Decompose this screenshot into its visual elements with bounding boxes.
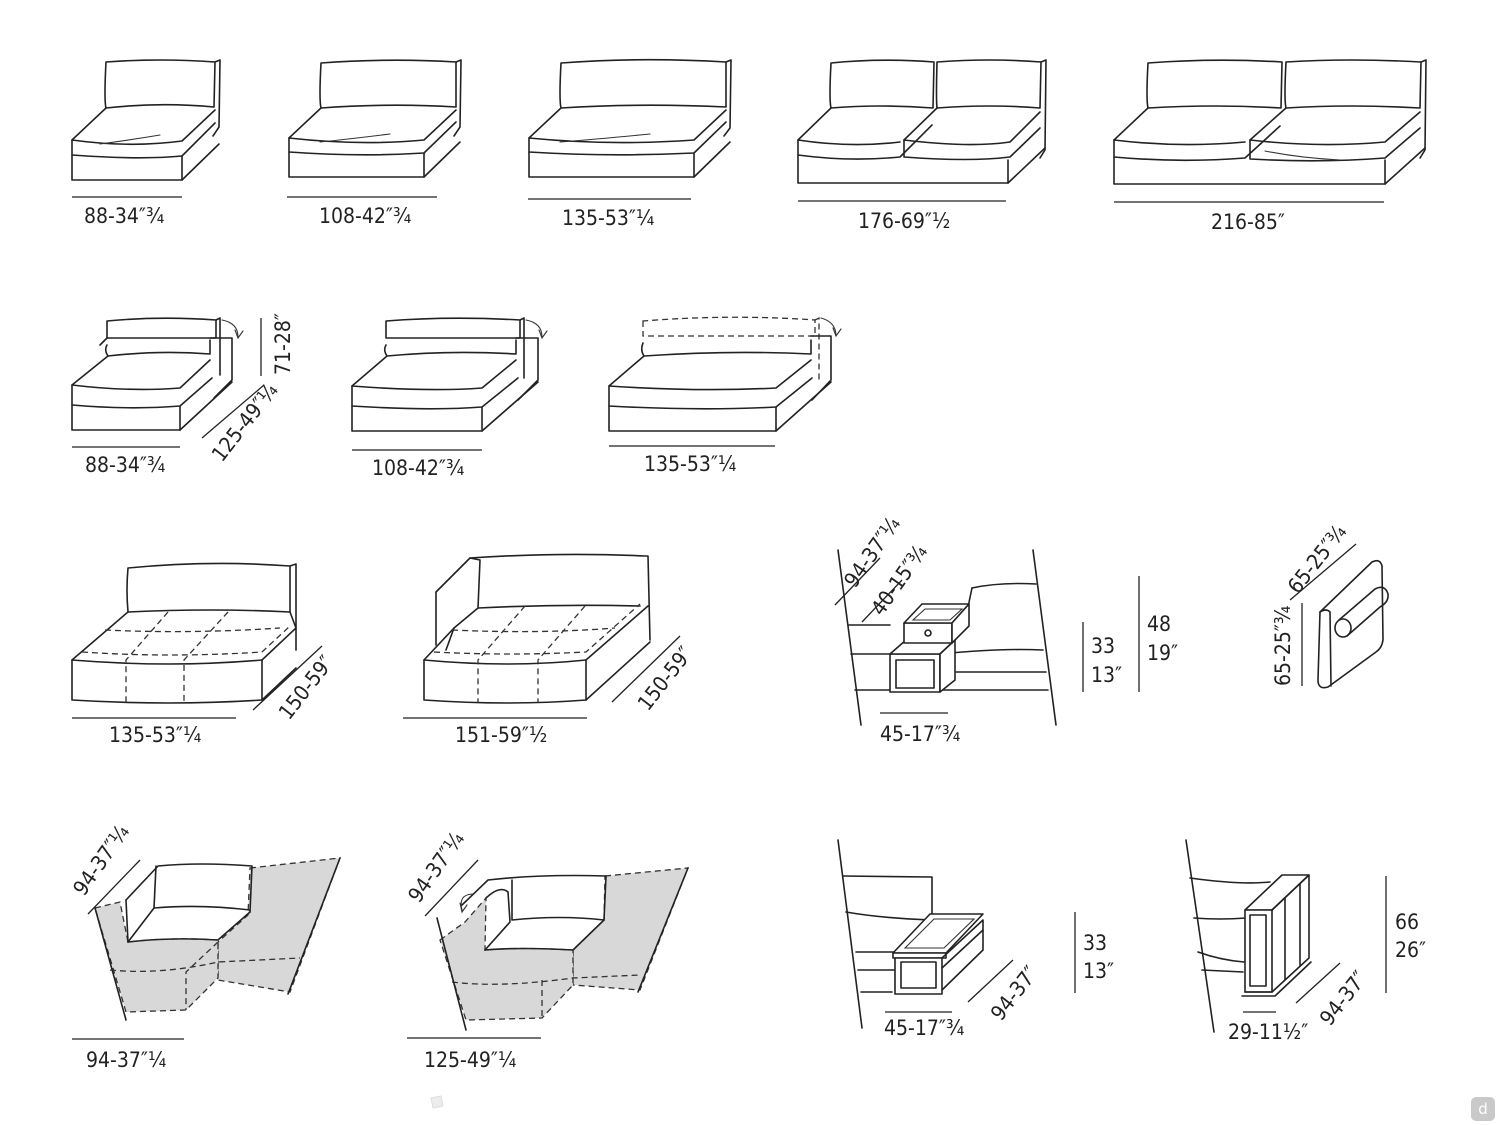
module-176: 176-69″½ <box>797 59 1047 233</box>
dimension-label: 45-17″¾ <box>884 1016 964 1040</box>
dimension-label: 26″ <box>1395 938 1426 962</box>
low-table: 45-17″¾ 94-37″ 33 13″ <box>837 839 1114 1040</box>
cushion: 65-25″¾ 65-25″¾ <box>1271 520 1389 689</box>
dimension-label: 94-37″ <box>986 961 1043 1025</box>
chaise-108: 108-42″¾ <box>351 317 548 480</box>
large-module-151: 151-59″½ 150-59″ <box>403 553 697 747</box>
dimension-label: 33 <box>1091 634 1115 658</box>
dimension-label: 108-42″¾ <box>372 456 464 480</box>
dimension-label: 65-25″¾ <box>1283 520 1351 598</box>
large-module-135: 135-53″¼ 150-59″ <box>71 562 338 747</box>
dimension-label: 135-53″¼ <box>562 206 654 230</box>
dimension-label: 88-34″¾ <box>85 453 165 477</box>
dimension-label: 19″ <box>1147 641 1178 665</box>
dimension-label: 33 <box>1083 931 1107 955</box>
dimension-label: 88-34″¾ <box>84 204 164 228</box>
logo-letter: d <box>1478 1100 1488 1118</box>
dimension-label: 29-11½″ <box>1228 1020 1308 1044</box>
dimension-label: 94-37″ <box>1315 966 1372 1030</box>
module-108: 108-42″¾ <box>287 59 462 228</box>
dimension-label: 108-42″¾ <box>319 204 411 228</box>
chaise-88: 88-34″¾ 71-28″ 125-49″¼ <box>71 313 295 477</box>
watermark-mark-icon <box>430 1095 444 1109</box>
module-88: 88-34″¾ <box>71 59 221 228</box>
tall-side-table: 29-11½″ 94-37″ 66 26″ <box>1185 839 1426 1044</box>
dimension-label: 125-49″¼ <box>424 1048 516 1072</box>
dimension-label: 150-59″ <box>633 642 697 715</box>
corner-module-125: 94-37″¼ 125-49″¼ <box>403 827 689 1072</box>
module-135: 135-53″¼ <box>528 58 732 230</box>
dimension-label: 13″ <box>1083 959 1114 983</box>
dimension-label: 135-53″¼ <box>109 723 201 747</box>
dimension-label: 71-28″ <box>271 313 295 375</box>
dimension-label: 45-17″¾ <box>880 722 960 746</box>
corner-module-94: 94-37″¼ 94-37″¼ <box>68 820 341 1072</box>
side-table-drawer: 94-37″¼ 40-15″¾ 45-17″¾ 33 13″ 48 19″ <box>834 512 1178 746</box>
dimension-label: 216-85″ <box>1211 210 1285 234</box>
dimension-label: 125-49″¼ <box>207 379 283 466</box>
d-logo-icon[interactable]: d <box>1471 1097 1495 1121</box>
dimension-label: 176-69″½ <box>858 209 950 233</box>
dimension-label: 94-37″¼ <box>403 827 469 907</box>
dimension-label: 48 <box>1147 612 1171 636</box>
dimension-label: 135-53″¼ <box>644 452 736 476</box>
dimension-label: 66 <box>1395 910 1419 934</box>
module-216: 216-85″ <box>1113 59 1427 234</box>
dimension-label: 151-59″½ <box>455 723 547 747</box>
chaise-135: 135-53″¼ <box>608 316 842 476</box>
dimension-label: 94-37″¼ <box>86 1048 166 1072</box>
dimension-label: 65-25″¾ <box>1271 606 1295 686</box>
dimension-label: 150-59″ <box>274 651 338 724</box>
dimension-label: 94-37″¼ <box>68 820 134 900</box>
dimension-label: 13″ <box>1091 663 1122 687</box>
